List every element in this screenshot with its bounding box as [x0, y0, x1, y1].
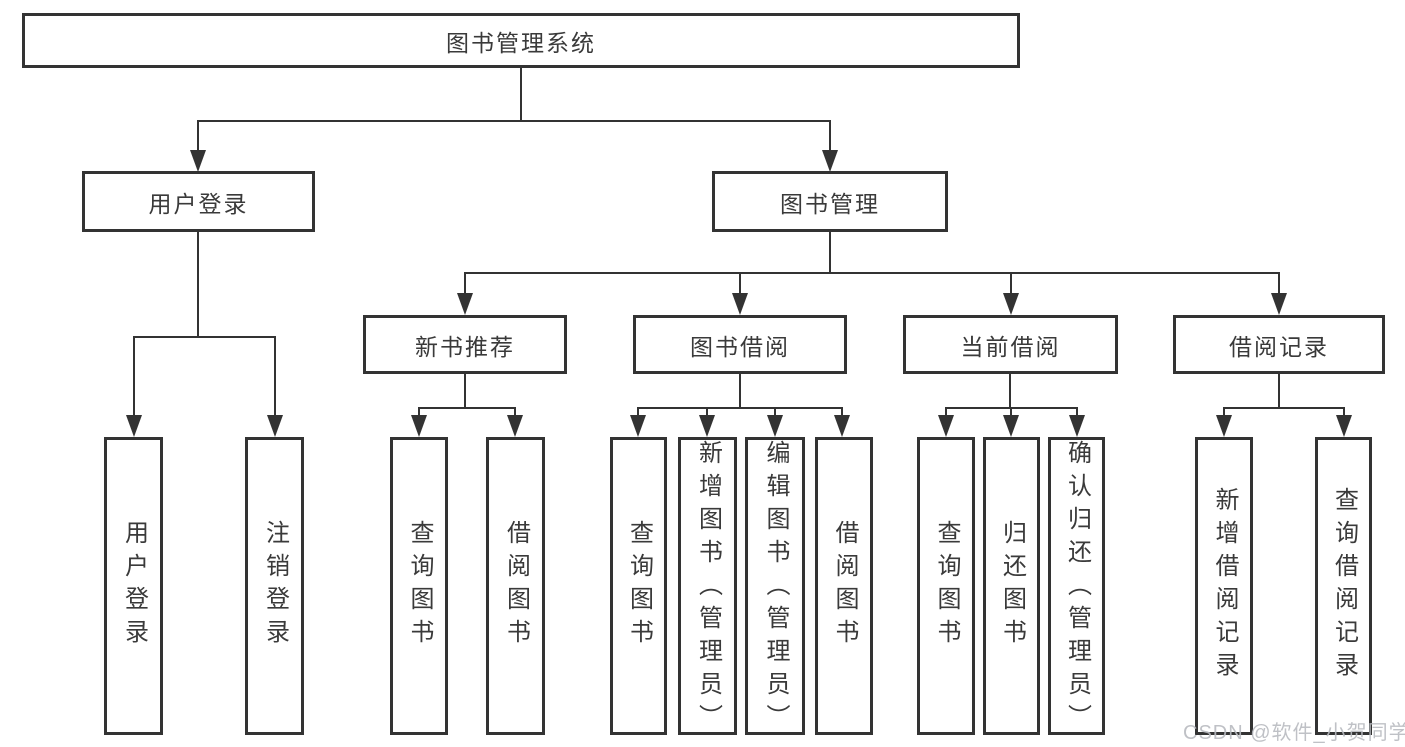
connector-borrow-stem — [739, 374, 741, 408]
node-book-borrow: 图书借阅 — [633, 315, 847, 374]
arrow-down-icon — [457, 293, 473, 315]
connector-root-stem — [520, 68, 522, 122]
node-label: 当前借阅 — [960, 333, 1061, 360]
leaf-label: 新增借阅记录 — [1211, 487, 1238, 685]
leaf-add-books-admin: 新增图书（管理员） — [678, 437, 737, 737]
connector-to-leaf — [1343, 407, 1345, 415]
connector-to-current — [1010, 272, 1012, 293]
leaf-label: 借阅图书 — [502, 520, 530, 652]
connector-current-stem — [1009, 374, 1011, 408]
arrow-down-icon — [822, 150, 838, 172]
leaf-label: 查询图书 — [625, 520, 653, 652]
connector-to-leaf — [774, 407, 776, 415]
connector-to-leaf — [418, 407, 420, 415]
arrow-down-icon — [507, 415, 523, 437]
leaf-label: 查询图书 — [933, 520, 960, 652]
leaf-label: 编辑图书（管理员） — [762, 440, 789, 737]
connector-to-leaf — [1010, 407, 1012, 415]
connector-to-leaf — [1223, 407, 1225, 415]
connector-to-leaf — [274, 336, 276, 415]
connector-records-stem — [1278, 374, 1280, 408]
arrow-down-icon — [732, 293, 748, 315]
arrow-down-icon — [1271, 293, 1287, 315]
node-label: 借阅记录 — [1229, 333, 1329, 360]
connector-to-leaf — [706, 407, 708, 415]
leaf-borrow-books-recommend: 借阅图书 — [486, 437, 545, 735]
connector-book-mgmt-stem — [829, 232, 831, 274]
arrow-down-icon — [834, 415, 850, 437]
connector-new-book-rail — [418, 407, 516, 409]
connector-to-new-book — [464, 272, 466, 293]
connector-to-leaf — [637, 407, 639, 415]
leaf-query-books-current: 查询图书 — [917, 437, 975, 735]
arrow-down-icon — [411, 415, 427, 437]
arrow-down-icon — [1003, 415, 1019, 437]
leaf-logout: 注销登录 — [245, 437, 304, 735]
node-label: 图书借阅 — [690, 333, 790, 360]
node-user-login: 用户登录 — [82, 171, 315, 232]
leaf-borrow-books: 借阅图书 — [815, 437, 873, 735]
node-label: 图书管理系统 — [446, 29, 596, 56]
node-label: 新书推荐 — [415, 333, 515, 360]
arrow-down-icon — [1069, 415, 1085, 437]
leaf-query-borrow-record: 查询借阅记录 — [1315, 437, 1372, 735]
arrow-down-icon — [767, 415, 783, 437]
connector-to-records — [1278, 272, 1280, 293]
connector-borrow-rail — [637, 407, 842, 409]
node-label: 图书管理 — [780, 190, 880, 217]
node-book-management-system: 图书管理系统 — [22, 13, 1020, 68]
node-book-management: 图书管理 — [712, 171, 948, 232]
connector-to-leaf — [133, 336, 135, 415]
connector-to-leaf — [1076, 407, 1078, 415]
connector-to-user-login — [197, 120, 199, 150]
leaf-add-borrow-record: 新增借阅记录 — [1195, 437, 1253, 735]
arrow-down-icon — [1003, 293, 1019, 315]
connector-to-book-management — [829, 120, 831, 150]
leaf-label: 查询借阅记录 — [1330, 487, 1358, 685]
leaf-user-login: 用户登录 — [104, 437, 163, 735]
leaf-label: 归还图书 — [998, 520, 1026, 652]
leaf-label: 注销登录 — [261, 520, 289, 652]
arrow-down-icon — [699, 415, 715, 437]
connector-new-book-stem — [464, 374, 466, 408]
connector-to-leaf — [841, 407, 843, 415]
leaf-edit-books-admin: 编辑图书（管理员） — [745, 437, 805, 737]
connector-user-login-stem — [197, 232, 199, 338]
leaf-label: 借阅图书 — [831, 520, 858, 652]
leaf-return-books: 归还图书 — [983, 437, 1040, 735]
leaf-label: 新增图书（管理员） — [694, 440, 722, 737]
leaf-label: 查询图书 — [406, 520, 433, 652]
node-borrow-records: 借阅记录 — [1173, 315, 1385, 374]
node-new-book-recommend: 新书推荐 — [363, 315, 567, 374]
leaf-confirm-return-admin: 确认归还（管理员） — [1048, 437, 1105, 737]
node-current-borrow: 当前借阅 — [903, 315, 1118, 374]
csdn-watermark: CSDN @软件_小贺同学 — [1183, 722, 1405, 744]
arrow-down-icon — [630, 415, 646, 437]
arrow-down-icon — [1216, 415, 1232, 437]
leaf-label: 确认归还（管理员） — [1063, 440, 1091, 737]
connector-records-rail — [1223, 407, 1344, 409]
leaf-label: 用户登录 — [120, 520, 148, 652]
connector-root-rail — [197, 120, 831, 122]
node-label: 用户登录 — [148, 190, 249, 217]
connector-user-login-rail — [133, 336, 276, 338]
connector-to-borrow — [739, 272, 741, 293]
connector-to-leaf — [514, 407, 516, 415]
connector-to-leaf — [945, 407, 947, 415]
arrow-down-icon — [126, 415, 142, 437]
leaf-query-books-recommend: 查询图书 — [390, 437, 448, 735]
arrow-down-icon — [1336, 415, 1352, 437]
connector-book-mgmt-rail — [464, 272, 1280, 274]
arrow-down-icon — [267, 415, 283, 437]
leaf-query-books-borrow: 查询图书 — [610, 437, 667, 735]
arrow-down-icon — [190, 150, 206, 172]
arrow-down-icon — [938, 415, 954, 437]
